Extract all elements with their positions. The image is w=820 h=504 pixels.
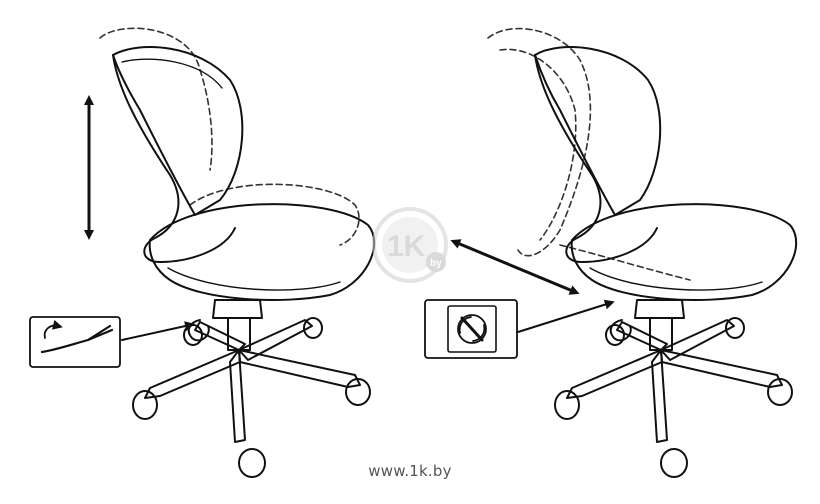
left-lever-inset [29, 316, 121, 368]
right-base [566, 319, 783, 443]
watermark-caption: www.1k.by [368, 462, 452, 480]
left-base [144, 319, 361, 443]
right-backrest [534, 46, 662, 216]
left-backrest [112, 46, 244, 216]
right-casters [554, 317, 793, 478]
right-knob [609, 319, 632, 342]
left-seat-edge [167, 267, 341, 291]
left-backrest-frame [112, 54, 236, 263]
left-chair-figure [29, 27, 376, 478]
left-raised-backrest-outline [99, 27, 213, 171]
left-mechanism [212, 299, 263, 319]
left-callout-arrow [121, 321, 195, 341]
right-mechanism [634, 299, 685, 319]
tilt-knob-icon [457, 314, 487, 344]
left-backrest-inner [121, 58, 223, 89]
watermark-logo: 1K by [372, 207, 448, 283]
right-tilt-arrow [450, 239, 580, 295]
right-knob-inset [424, 299, 518, 359]
left-seat [148, 203, 376, 301]
right-chair-figure [424, 27, 798, 478]
right-gas-cylinder [649, 317, 673, 351]
watermark-logo-text: 1K [387, 230, 426, 263]
right-callout-arrow [517, 299, 615, 333]
watermark-logo-sub: by [430, 258, 442, 269]
left-raised-seat-outline [189, 183, 360, 246]
right-seat-edge [589, 267, 763, 291]
right-backrest-frame [534, 54, 658, 263]
left-gas-cylinder [227, 317, 251, 351]
right-tilted-backrest-outline-2 [499, 48, 577, 241]
left-casters [132, 317, 371, 478]
gas-lift-lever-icon [40, 324, 114, 354]
right-tilted-backrest-outline [487, 27, 592, 257]
right-seat [570, 203, 798, 301]
